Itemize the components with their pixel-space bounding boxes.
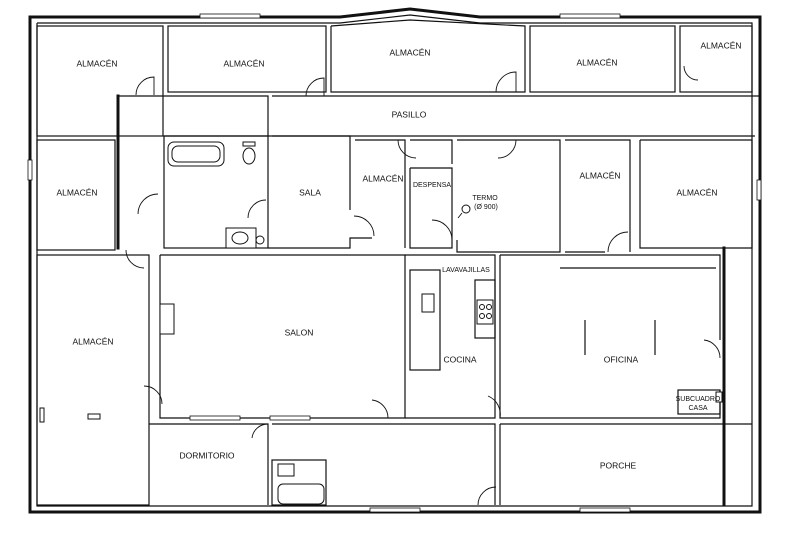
label-salon: SALON [285, 327, 314, 337]
label-almacen-left-mid: ALMACÉN [56, 187, 97, 197]
fixtures [39, 141, 494, 505]
corridor-walls [116, 94, 760, 250]
bidet-icon [255, 235, 265, 245]
label-oficina: OFICINA [604, 354, 639, 364]
label-almacen-top3: ALMACÉN [389, 47, 430, 57]
label-almacen-right1: ALMACÉN [579, 170, 620, 180]
label-almacen-center: ALMACÉN [362, 173, 403, 183]
label-lavavajillas: LAVAVAJILLAS [442, 267, 490, 274]
label-almacen-top2: ALMACÉN [223, 58, 264, 68]
doors [125, 65, 721, 506]
label-porche: PORCHE [600, 460, 637, 470]
stove-icon [476, 299, 494, 325]
label-almacen-left-big: ALMACÉN [72, 336, 113, 346]
fireplace-icon [159, 303, 175, 335]
label-despensa: DESPENSA [413, 182, 451, 189]
kitchen-sink-icon [421, 293, 435, 313]
water-heater-icon [461, 204, 471, 214]
label-subcuadro-1: SUBCUADRO [676, 396, 721, 403]
label-termo-spec: (Ø 900) [474, 204, 498, 211]
label-almacen-top5: ALMACÉN [700, 40, 741, 50]
toilet-icon [242, 147, 256, 165]
middle-row-walls [36, 135, 753, 253]
label-almacen-top1: ALMACÉN [76, 58, 117, 68]
small-bathtub-icon [277, 483, 325, 505]
label-cocina: COCINA [443, 354, 476, 364]
label-pasillo: PASILLO [392, 109, 427, 119]
lower-row-walls [36, 246, 752, 507]
label-almacen-right2: ALMACÉN [676, 187, 717, 197]
label-subcuadro-2: CASA [688, 405, 707, 412]
label-almacen-top4: ALMACÉN [576, 57, 617, 67]
top-storage-walls [36, 19, 753, 137]
label-termo: TERMO [472, 195, 498, 202]
small-sink-icon [277, 463, 295, 477]
room-labels: ALMACÉN ALMACÉN ALMACÉN ALMACÉN ALMACÉN … [56, 40, 741, 470]
label-dormitorio: DORMITORIO [179, 450, 234, 460]
label-sala: SALA [299, 187, 321, 197]
windows [27, 13, 762, 513]
